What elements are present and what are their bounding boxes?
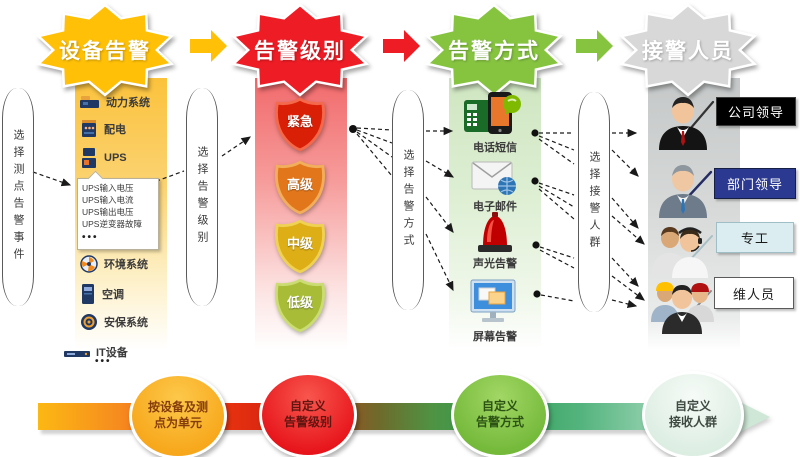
device-label: IT设备	[96, 347, 128, 359]
stage-title: 告警方式	[448, 39, 540, 63]
specialist-operators-icon	[652, 227, 708, 278]
device-item-distribution: 配电	[80, 119, 126, 139]
tooltip-line: UPS逆变器故障	[82, 218, 142, 229]
stage-alarm-method: 告警方式	[419, 2, 569, 97]
selector-bracket-recipients: 选择接警人群	[578, 92, 610, 312]
ups-icon	[82, 148, 96, 168]
flow-arrow-1	[190, 30, 227, 62]
flow-arrow-2	[383, 30, 420, 62]
stage-alarm-level: 告警级别	[225, 2, 375, 97]
device-item-ups: UPS	[80, 148, 127, 168]
level-urgent: 紧急	[270, 97, 330, 152]
dept-leader-icon	[659, 165, 707, 218]
siren-icon	[478, 212, 512, 252]
distribution-icon	[82, 120, 96, 137]
screen-alarm-icon	[470, 279, 516, 322]
recipient-label: 专工	[740, 231, 769, 246]
level-label: 紧急	[286, 114, 313, 129]
device-item-power: 动力系统	[80, 92, 150, 112]
device-item-environment: 环境系统	[80, 254, 148, 274]
flow-arrow-3	[576, 30, 613, 62]
selector-label-level: 选择告警级别	[196, 146, 208, 248]
device-label: 安保系统	[104, 317, 148, 329]
level-low: 低级	[270, 278, 330, 333]
shield-shape	[275, 160, 325, 215]
selector-bracket-method: 选择告警方式	[392, 90, 424, 310]
timeline-step-label: 自定义 告警级别	[283, 399, 332, 429]
stage-device-alarm: 设备告警	[30, 2, 180, 97]
timeline-step-level: 自定义 告警级别	[259, 372, 357, 457]
selector-label-recipients: 选择接警人群	[588, 151, 600, 253]
starburst-shape	[230, 3, 370, 97]
stage-title: 设备告警	[59, 39, 151, 63]
arrow-right-icon	[383, 30, 420, 62]
device-label: 空调	[102, 289, 124, 301]
shield-shape	[275, 219, 325, 274]
method-label-sms: 电话短信	[473, 142, 517, 154]
security-camera-icon	[81, 314, 97, 330]
power-system-icon	[80, 96, 99, 108]
maintenance-crew-icon	[651, 282, 714, 334]
starburst-shape	[618, 3, 758, 97]
email-icon	[471, 161, 516, 195]
device-label: 环境系统	[104, 259, 148, 271]
selector-label-method: 选择告警方式	[402, 149, 414, 251]
stage-title: 接警人员	[642, 39, 734, 63]
level-medium: 中级	[270, 219, 330, 274]
device-label: UPS	[104, 152, 127, 164]
timeline-step-label: 按设备及测 点为单元	[147, 400, 208, 430]
phone-sms-icon	[464, 92, 521, 134]
method-label-screen: 屏幕告警	[473, 331, 517, 343]
starburst-shape	[35, 3, 175, 97]
recipient-box-dept-leader: 部门领导	[714, 168, 796, 199]
ups-events-tooltip: UPS输入电压 UPS输入电流 UPS输出电压 UPS逆变器故障 •••	[77, 170, 159, 250]
level-label: 中级	[286, 236, 313, 251]
device-label: 动力系统	[106, 97, 150, 109]
device-label: 配电	[104, 124, 126, 136]
tooltip-line: UPS输入电压	[82, 183, 134, 193]
selector-bracket-events: 选择测点告警事件	[2, 88, 34, 306]
tooltip-line: UPS输出电压	[82, 206, 134, 217]
timeline-step-label: 自定义 接收人群	[668, 399, 717, 429]
level-label: 低级	[286, 295, 313, 310]
timeline-step-label: 自定义 告警方式	[475, 399, 524, 429]
method-label-sound-light: 声光告警	[473, 258, 517, 270]
recipient-box-company-leader: 公司领导	[716, 97, 796, 126]
recipient-label: 维人员	[732, 286, 775, 302]
level-high: 高级	[270, 160, 330, 215]
recipient-label: 部门领导	[726, 177, 783, 192]
aircon-icon	[82, 284, 94, 304]
arrow-right-icon	[190, 30, 227, 62]
selector-label-events: 选择测点告警事件	[12, 129, 24, 265]
recipient-label: 公司领导	[727, 105, 784, 120]
shield-shape	[275, 278, 325, 333]
recipient-box-maintenance: 维人员	[714, 277, 794, 309]
timeline-step-method: 自定义 告警方式	[451, 372, 549, 457]
shield-shape	[275, 97, 325, 152]
fan-icon	[80, 255, 98, 273]
stage-title: 告警级别	[254, 39, 346, 63]
tooltip-line: UPS输入电流	[82, 194, 134, 205]
tooltip-more-dots: •••	[82, 231, 99, 243]
device-item-it: IT设备	[64, 342, 128, 362]
level-label: 高级	[286, 177, 313, 192]
method-label-email: 电子邮件	[473, 201, 517, 213]
arrow-right-icon	[576, 30, 613, 62]
device-more-dots: •••	[95, 356, 112, 367]
timeline-step-recipients: 自定义 接收人群	[642, 371, 744, 457]
timeline-step-device: 按设备及测 点为单元	[129, 373, 227, 457]
stage-recipients: 接警人员	[613, 2, 763, 97]
recipient-box-specialist: 专工	[716, 222, 794, 253]
device-item-security: 安保系统	[80, 312, 148, 332]
selector-bracket-level: 选择告警级别	[186, 88, 218, 306]
device-item-aircon: 空调	[80, 284, 124, 304]
company-leader-icon	[659, 97, 707, 150]
it-equipment-icon	[64, 351, 90, 357]
